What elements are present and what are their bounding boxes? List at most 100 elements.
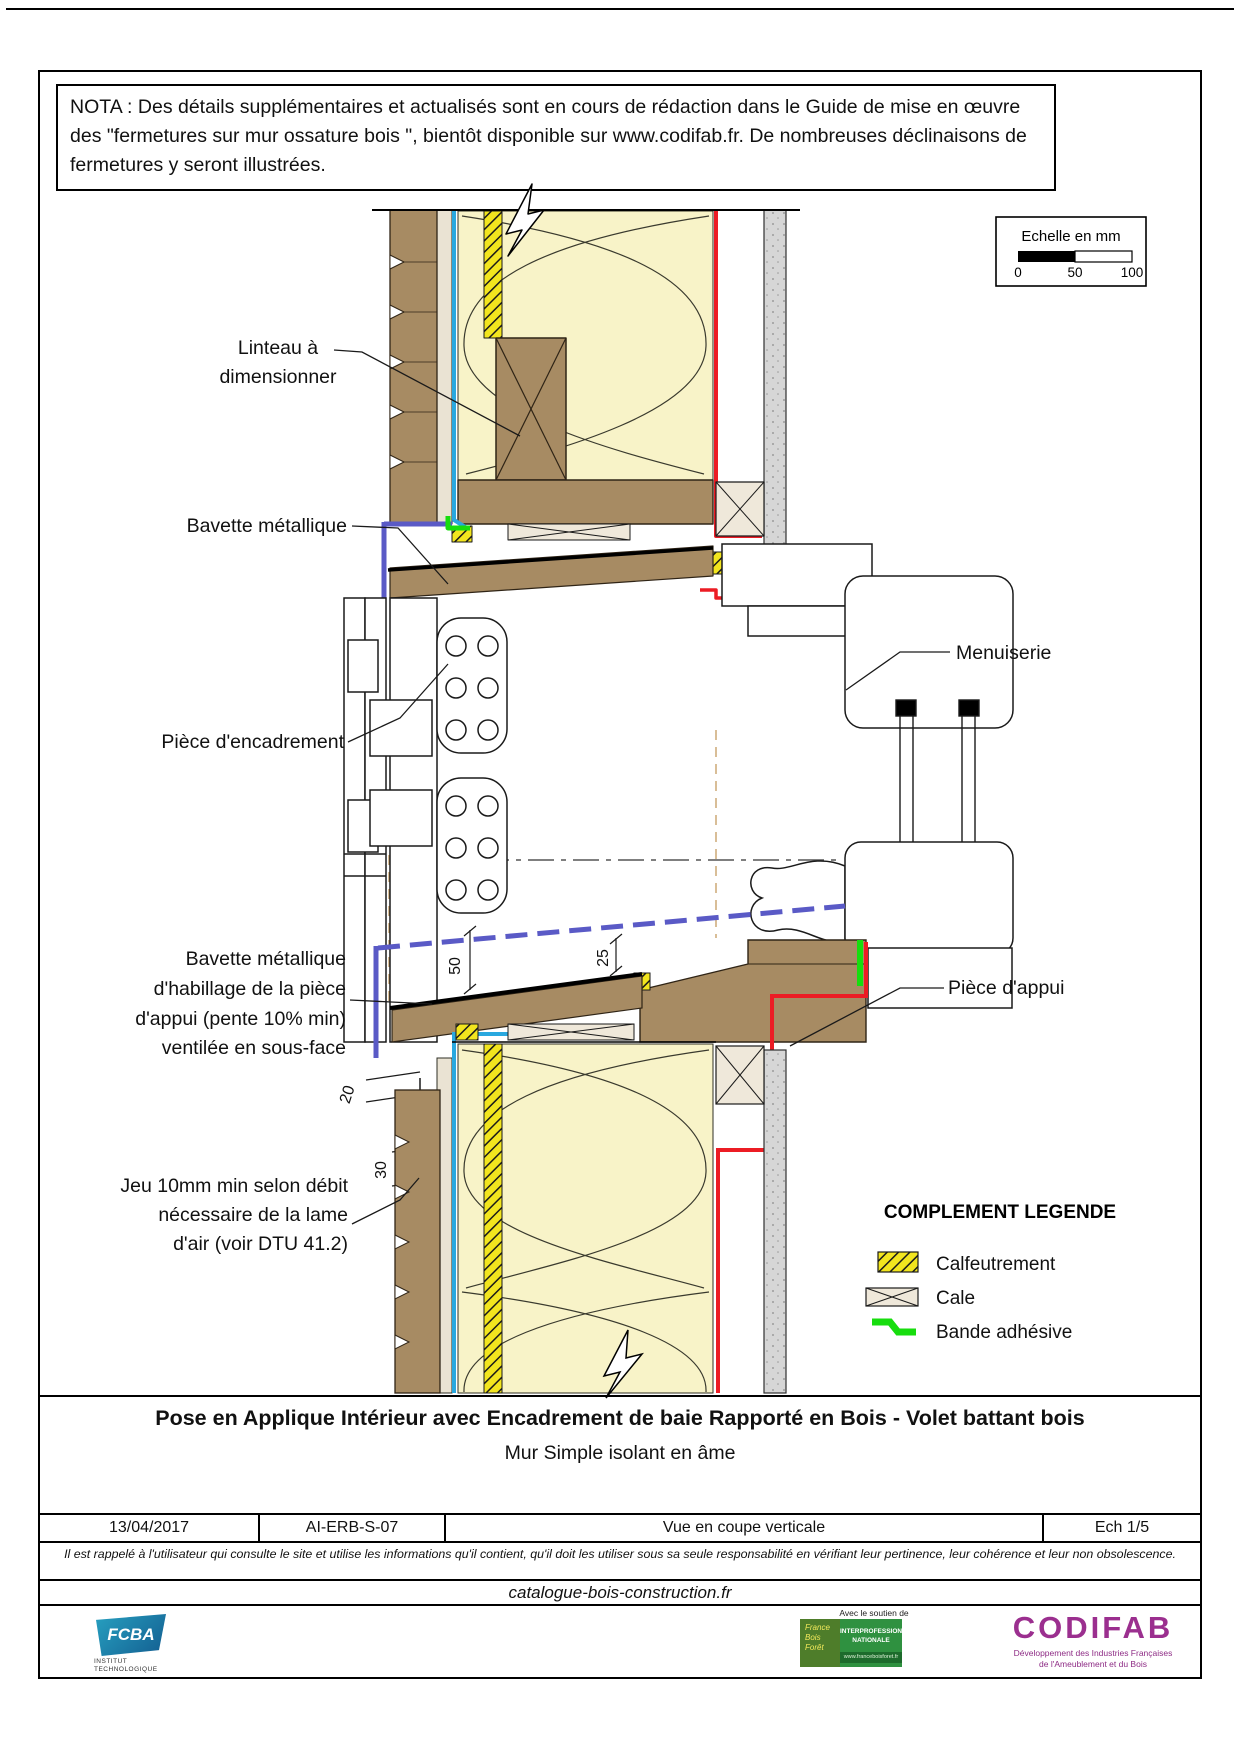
callouts: Linteau à dimensionner Bavette métalliqu… bbox=[120, 337, 1064, 1255]
nota-text: NOTA : Des détails supplémentaires et ac… bbox=[70, 96, 1027, 176]
label-jeu-2: nécessaire de la lame bbox=[158, 1204, 348, 1226]
france-bois-foret-logo: France Bois Forêt bbox=[800, 1619, 840, 1667]
cale-sill-row bbox=[507, 1023, 635, 1041]
label-menuiserie: Menuiserie bbox=[956, 642, 1051, 664]
dim-30: 30 bbox=[373, 1161, 390, 1179]
penture-lower bbox=[436, 777, 508, 914]
plasterboard-bottom bbox=[763, 1049, 787, 1394]
label-encadrement: Pièce d'encadrement bbox=[161, 731, 344, 753]
dim-25: 25 bbox=[595, 949, 612, 967]
sheet-border-frame bbox=[38, 70, 1202, 1679]
fbf-url: www.franceboisforet.fr bbox=[840, 1652, 902, 1663]
cale-head-right bbox=[715, 481, 765, 537]
legend-item-cale: Cale bbox=[936, 1288, 975, 1309]
label-bavette-hab-3: d'appui (pente 10% min) bbox=[135, 1008, 346, 1030]
interprofession-line-2: NATIONALE bbox=[852, 1637, 890, 1644]
label-bavette: Bavette métallique bbox=[187, 515, 347, 537]
legend-swatch-calfeutrement bbox=[877, 1251, 919, 1273]
legend-swatch-bande bbox=[872, 1318, 916, 1336]
ouvrant-sill bbox=[844, 841, 1014, 955]
calfeutrement-strip-top bbox=[483, 210, 503, 339]
label-bavette-hab-2: d'habillage de la pièce bbox=[154, 978, 346, 1000]
bavette-support bbox=[391, 975, 643, 1043]
codifab-subtitle-2: de l'Ameublement et du Bois bbox=[1039, 1659, 1147, 1669]
footer-reference: AI-ERB-S-07 bbox=[260, 1515, 446, 1541]
adhesive-head-left bbox=[445, 516, 470, 531]
logo-band: FCBA INSTITUT TECHNOLOGIQUE Avec le sout… bbox=[38, 1606, 1202, 1679]
legend-item-bande: Bande adhésive bbox=[936, 1322, 1072, 1343]
espagnolette-hardware bbox=[750, 860, 846, 943]
break-symbol-top bbox=[505, 183, 545, 257]
legend-title: COMPLEMENT LEGENDE bbox=[884, 1202, 1116, 1223]
calfeutrement-strip-bottom bbox=[483, 1043, 503, 1394]
disclaimer-text: Il est rappelé à l'utilisateur qui consu… bbox=[64, 1547, 1176, 1561]
plasterboard-top bbox=[763, 209, 787, 547]
page-top-rule bbox=[6, 8, 1234, 10]
legend-item-calfeutrement: Calfeutrement bbox=[936, 1254, 1056, 1275]
sheet-title: Pose en Applique Intérieur avec Encadrem… bbox=[155, 1406, 1085, 1430]
dormant-sill bbox=[867, 947, 1013, 1009]
label-bavette-hab-1: Bavette métallique bbox=[186, 948, 346, 970]
scale-tick-50: 50 bbox=[1067, 265, 1082, 280]
break-symbol-bottom bbox=[602, 1329, 645, 1399]
site-url: catalogue-bois-construction.fr bbox=[508, 1583, 732, 1602]
codifab-logo: CODIFAB bbox=[1012, 1610, 1174, 1645]
hinge-block-1 bbox=[369, 699, 433, 757]
window-assembly bbox=[343, 543, 1014, 1043]
label-jeu-3: d'air (voir DTU 41.2) bbox=[173, 1233, 348, 1255]
support-caption: Avec le soutien de bbox=[839, 1608, 909, 1618]
codifab-subtitle: Développement des Industries Françaises … bbox=[978, 1648, 1208, 1670]
fbf-line-3: Forêt bbox=[805, 1643, 824, 1652]
footer-table: 13/04/2017 AI-ERB-S-07 Vue en coupe vert… bbox=[38, 1513, 1202, 1543]
label-linteau-2: dimensionner bbox=[219, 366, 337, 388]
label-piece-appui: Pièce d'appui bbox=[948, 977, 1064, 999]
site-row: catalogue-bois-construction.fr bbox=[38, 1581, 1202, 1606]
head-beam bbox=[457, 479, 714, 525]
scale-title: Echelle en mm bbox=[1021, 228, 1120, 245]
fbf-line-1: France bbox=[805, 1623, 830, 1632]
footer-view-name: Vue en coupe verticale bbox=[446, 1515, 1044, 1541]
section-drawing: Echelle en mm 0 50 100 bbox=[120, 183, 1147, 1399]
legend: COMPLEMENT LEGENDE Calfeutrement Cale Ba… bbox=[865, 1202, 1116, 1343]
label-linteau-1: Linteau à bbox=[238, 337, 318, 359]
dim-20: 20 bbox=[337, 1083, 359, 1105]
bavette-head bbox=[381, 521, 714, 600]
bavette-sheet bbox=[389, 972, 643, 1010]
nota-box: NOTA : Des détails supplémentaires et ac… bbox=[56, 84, 1056, 191]
scale-tick-0: 0 bbox=[1014, 265, 1022, 280]
cladding-bottom bbox=[394, 1089, 441, 1394]
piece-appui-shape bbox=[639, 939, 867, 1043]
disclaimer-row: Il est rappelé à l'utilisateur qui consu… bbox=[38, 1543, 1202, 1581]
bottom-wall-section bbox=[394, 1023, 787, 1399]
fcba-subtitle-2: TECHNOLOGIQUE bbox=[94, 1666, 158, 1673]
sill-detail: 50 25 20 30 bbox=[337, 903, 868, 1393]
scale-box: Echelle en mm 0 50 100 bbox=[995, 216, 1147, 287]
lintel bbox=[495, 337, 567, 481]
fcba-subtitle-1: INSTITUT bbox=[94, 1658, 128, 1665]
scale-bar-white bbox=[1074, 250, 1133, 263]
cale-head-under-beam bbox=[507, 523, 631, 541]
legend-swatch-cale bbox=[865, 1287, 919, 1307]
fcba-logo: FCBA bbox=[96, 1614, 166, 1656]
fcba-wordmark: FCBA bbox=[107, 1625, 155, 1644]
hinge-block-2 bbox=[369, 789, 433, 847]
interprofession-line-1: INTERPROFESSION bbox=[840, 1628, 903, 1635]
label-bavette-hab-4: ventilée en sous-face bbox=[162, 1037, 346, 1059]
fcba-subtitle: INSTITUT TECHNOLOGIQUE bbox=[94, 1658, 158, 1674]
dim-50: 50 bbox=[447, 957, 464, 975]
footer-scale: Ech 1/5 bbox=[1094, 1519, 1150, 1536]
interprofession-logo: INTERPROFESSION NATIONALE www.francebois… bbox=[840, 1619, 902, 1667]
fbf-line-2: Bois bbox=[805, 1633, 821, 1642]
leader-lines bbox=[333, 349, 950, 1225]
footer-date: 13/04/2017 bbox=[40, 1515, 260, 1541]
bavette-dashed bbox=[377, 903, 846, 951]
scale-tick-100: 100 bbox=[1121, 265, 1144, 280]
top-wall-section bbox=[372, 183, 800, 606]
sheet-subtitle: Mur Simple isolant en âme bbox=[504, 1442, 736, 1464]
cladding-top bbox=[389, 209, 438, 525]
codifab-subtitle-1: Développement des Industries Françaises bbox=[1013, 1648, 1173, 1658]
penture-upper bbox=[436, 617, 508, 754]
cale-bottom-right bbox=[715, 1045, 765, 1105]
scale-bar-black bbox=[1018, 251, 1075, 262]
